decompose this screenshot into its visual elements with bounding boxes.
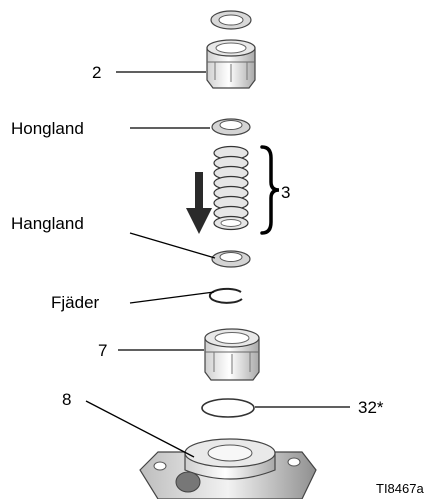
leader-lower-gland	[129, 232, 216, 259]
part-8-base-housing	[139, 438, 317, 499]
figure-reference: TI8467a	[376, 481, 424, 496]
callout-part-8: 8	[62, 390, 71, 409]
callout-part-2: 2	[92, 63, 101, 82]
callout-spring: Fjäder	[51, 293, 100, 312]
leader-part-8	[85, 400, 195, 458]
callout-part-32: 32*	[358, 398, 384, 417]
spring-clip	[208, 287, 243, 304]
packing-brace	[260, 145, 280, 235]
top-ring	[210, 10, 252, 30]
lower-gland-ring	[211, 250, 251, 268]
down-arrow-icon	[186, 172, 212, 234]
part-32-o-ring	[201, 398, 255, 418]
callout-packing-set: 3	[281, 183, 290, 202]
packing-stack	[213, 145, 249, 231]
callout-upper-gland: Hongland	[11, 119, 84, 138]
part-2-packing-nut	[206, 39, 256, 89]
part-7-housing	[204, 328, 260, 381]
callout-part-7: 7	[98, 341, 107, 360]
leader-spring	[129, 291, 215, 304]
callout-lower-gland: Hangland	[11, 214, 84, 233]
upper-gland-ring	[211, 118, 251, 136]
